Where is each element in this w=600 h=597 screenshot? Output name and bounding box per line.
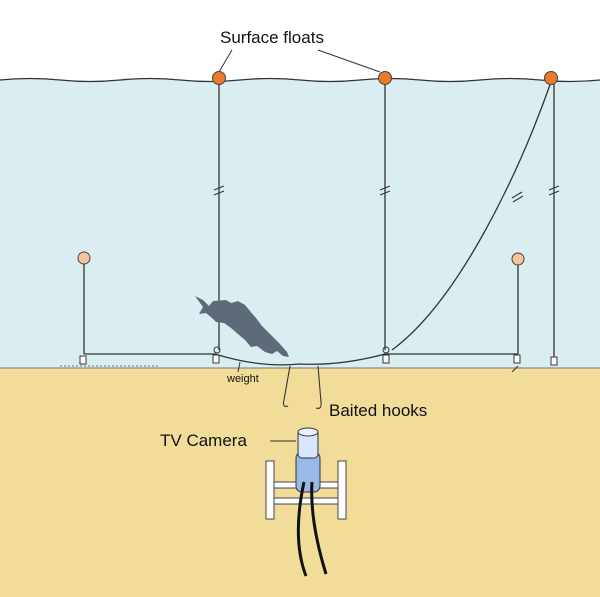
surface-floats-pointer-1 xyxy=(218,49,233,73)
anchor-tick xyxy=(511,365,519,373)
surface-floats-pointer-2 xyxy=(317,49,381,73)
anchor-weights xyxy=(79,354,558,366)
weight-label: weight xyxy=(226,373,259,385)
baited-hooks-label: Baited hooks xyxy=(329,401,427,420)
float-buoy-icon xyxy=(511,252,525,266)
tv-camera-label: TV Camera xyxy=(160,431,247,450)
water-body xyxy=(0,78,600,370)
line-break-marks xyxy=(213,185,560,203)
fish-silhouette-icon xyxy=(195,296,289,357)
float-buoy-icon xyxy=(212,71,226,85)
water-surface-line xyxy=(0,77,600,83)
ground-line xyxy=(84,353,518,366)
tv-camera-icon xyxy=(265,427,347,577)
surface-floats xyxy=(212,71,558,85)
baited-hooks xyxy=(282,365,322,409)
buoy-lines xyxy=(83,81,555,358)
weight-pointer xyxy=(237,361,241,373)
surface-floats-label: Surface floats xyxy=(220,28,324,47)
float-buoy-icon xyxy=(544,71,558,85)
float-buoy-icon xyxy=(378,71,392,85)
sky xyxy=(0,0,600,80)
float-buoy-icon xyxy=(77,251,91,265)
swivels xyxy=(213,346,390,354)
subsurface-floats xyxy=(77,251,525,266)
